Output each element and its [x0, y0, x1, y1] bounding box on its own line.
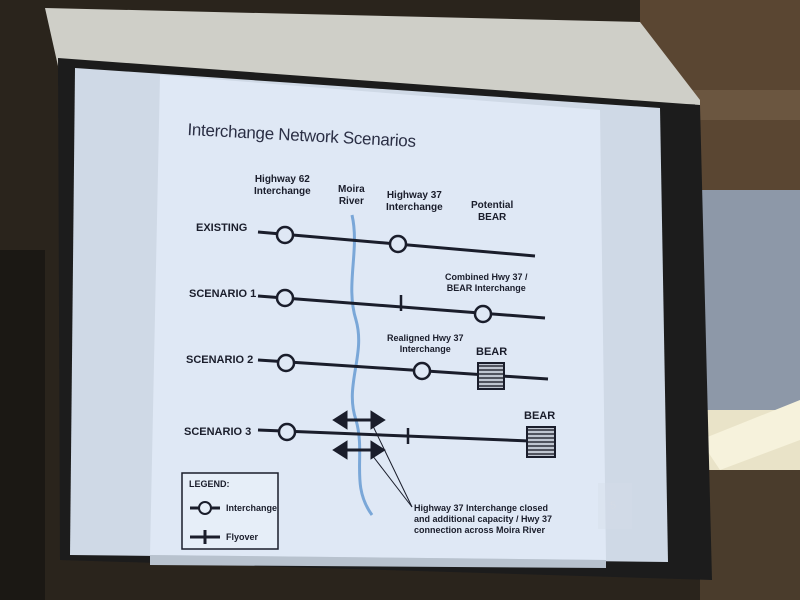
existing-hwy37-interchange-icon	[388, 234, 408, 254]
s2-realigned-interchange-icon	[412, 361, 432, 381]
s2-hwy62-interchange-icon	[276, 353, 296, 373]
s1-hwy62-interchange-icon	[275, 288, 295, 308]
s3-hwy62-interchange-icon	[277, 422, 297, 442]
s1-combined-interchange-icon	[473, 304, 493, 324]
moira-river-line	[350, 214, 374, 516]
scenario3-line	[257, 428, 531, 443]
s3-bear-icon	[526, 426, 556, 458]
existing-hwy62-interchange-icon	[275, 225, 295, 245]
legend-interchange-icon	[198, 501, 212, 515]
s2-bear-icon	[477, 362, 505, 390]
